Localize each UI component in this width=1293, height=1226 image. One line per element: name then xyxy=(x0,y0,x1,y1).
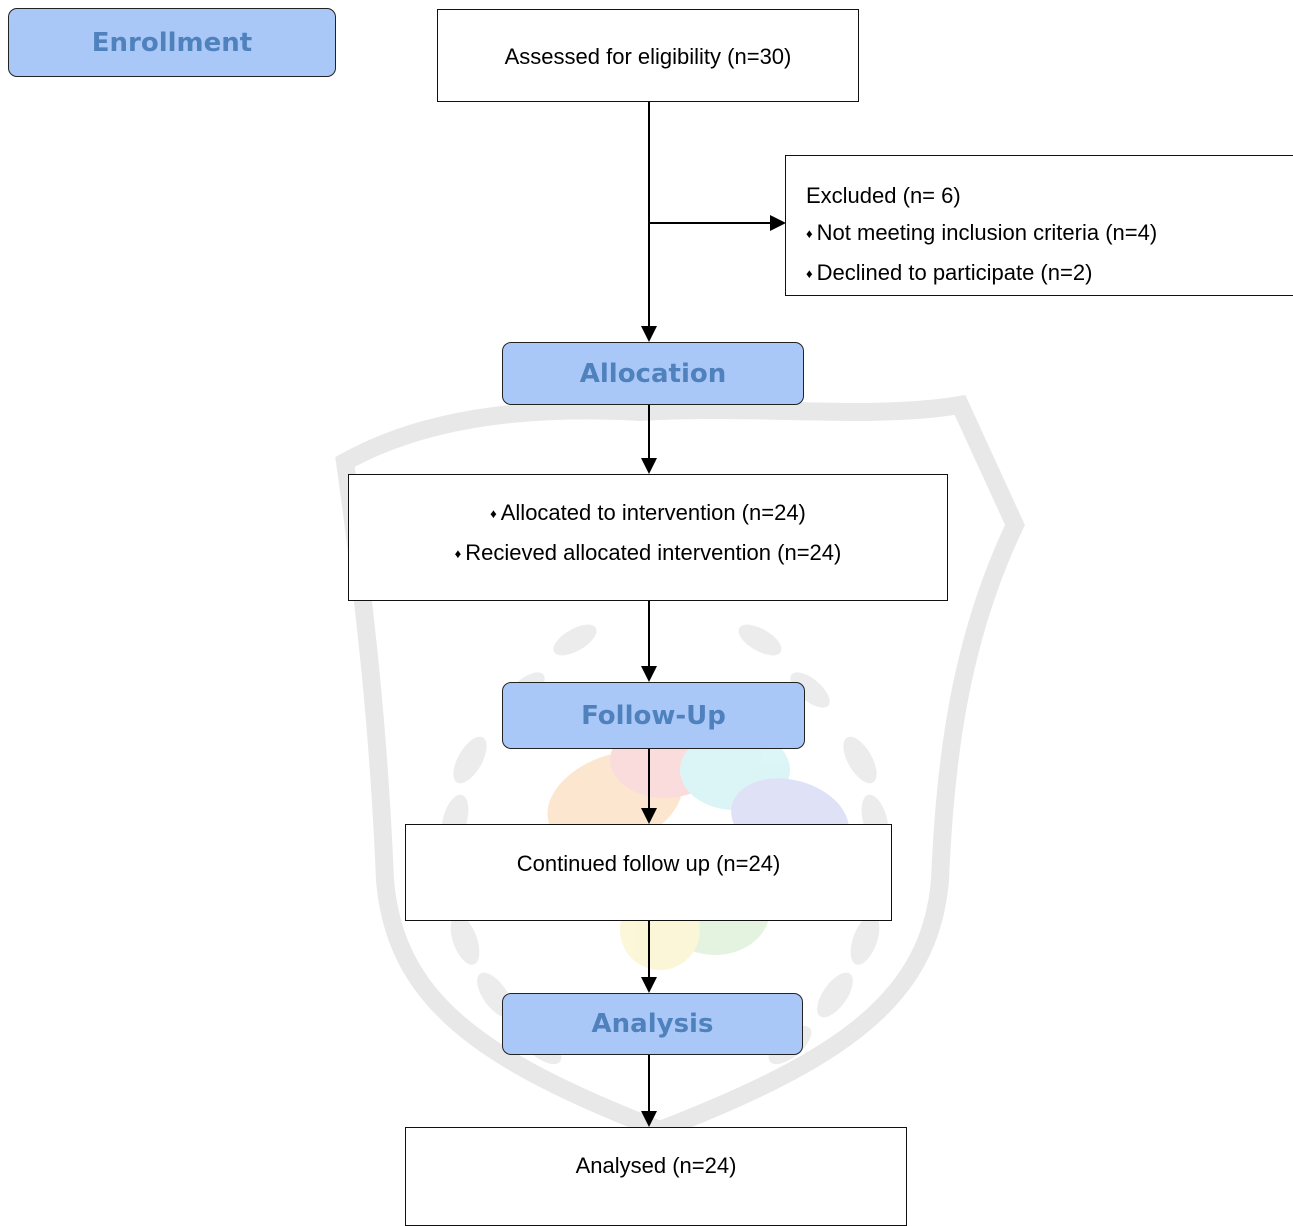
excluded-item-label: Not meeting inclusion criteria (n=4) xyxy=(816,220,1158,245)
arrowhead xyxy=(641,977,657,993)
bullet-icon: ♦ xyxy=(490,506,497,521)
stage-analysis: Analysis xyxy=(502,993,803,1055)
stage-allocation-label: Allocation xyxy=(579,358,727,389)
continued-text: Continued follow up (n=24) xyxy=(516,851,781,876)
arrowhead xyxy=(641,326,657,342)
box-excluded: Excluded (n= 6) ♦Not meeting inclusion c… xyxy=(785,155,1293,296)
box-allocated: ♦Allocated to intervention (n=24) ♦Recie… xyxy=(348,474,948,601)
stage-analysis-label: Analysis xyxy=(591,1009,714,1039)
allocated-item-label: Recieved allocated intervention (n=24) xyxy=(465,540,842,565)
stage-enrollment-label: Enrollment xyxy=(91,27,253,58)
box-analysed: Analysed (n=24) xyxy=(405,1127,907,1226)
arrowhead xyxy=(770,215,786,231)
excluded-item: ♦Not meeting inclusion criteria (n=4) xyxy=(806,214,1293,254)
box-assessed-eligibility: Assessed for eligibility (n=30) xyxy=(437,9,859,102)
assessed-text: Assessed for eligibility (n=30) xyxy=(504,44,792,69)
bullet-icon: ♦ xyxy=(454,546,462,561)
excluded-title: Excluded (n= 6) xyxy=(806,183,961,208)
stage-enrollment: Enrollment xyxy=(8,8,336,77)
stage-follow-up-label: Follow-Up xyxy=(581,700,726,731)
arrowhead xyxy=(641,808,657,824)
excluded-item-label: Declined to participate (n=2) xyxy=(816,260,1093,285)
arrowhead xyxy=(641,1111,657,1127)
stage-allocation: Allocation xyxy=(502,342,804,405)
allocated-item-label: Allocated to intervention (n=24) xyxy=(500,500,806,525)
arrowhead xyxy=(641,458,657,474)
bullet-icon: ♦ xyxy=(806,226,813,241)
arrowhead xyxy=(641,666,657,682)
watermark-shield-outline xyxy=(335,394,1025,1140)
excluded-item: ♦Declined to participate (n=2) xyxy=(806,254,1293,294)
box-continued-follow-up: Continued follow up (n=24) xyxy=(405,824,892,921)
allocated-item: ♦Recieved allocated intervention (n=24) xyxy=(349,534,947,574)
bullet-icon: ♦ xyxy=(806,266,813,281)
allocated-item: ♦Allocated to intervention (n=24) xyxy=(349,494,947,534)
stage-follow-up: Follow-Up xyxy=(502,682,805,749)
analysed-text: Analysed (n=24) xyxy=(575,1153,737,1178)
